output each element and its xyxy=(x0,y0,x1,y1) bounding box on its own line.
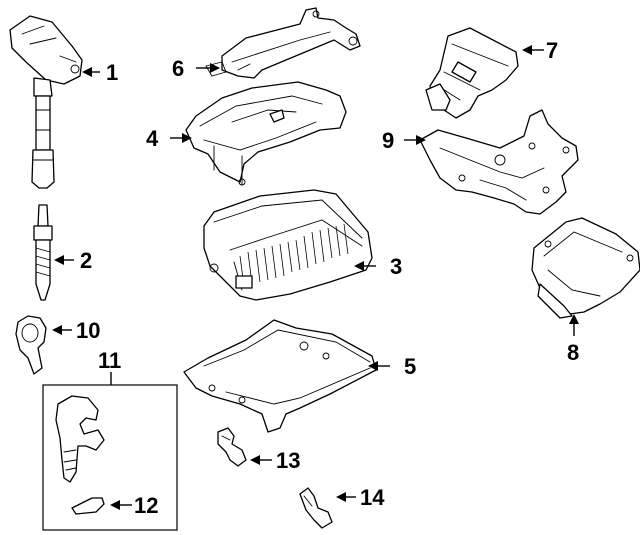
part-11-group-box xyxy=(42,384,178,531)
callout-9: 9 xyxy=(382,128,394,153)
ecm-lower-tray[interactable] xyxy=(183,319,377,433)
callout-8: 8 xyxy=(567,340,579,365)
callout-1: 1 xyxy=(106,60,118,85)
callout-5: 5 xyxy=(404,354,416,379)
knock-sensor[interactable] xyxy=(15,315,47,375)
camshaft-position-sensor[interactable] xyxy=(55,395,105,483)
engine-control-module[interactable] xyxy=(203,189,373,301)
ignition-coil[interactable] xyxy=(9,15,83,189)
ecm-upper-bracket[interactable] xyxy=(185,81,347,186)
callout-13: 13 xyxy=(276,448,300,473)
body-control-module[interactable] xyxy=(531,217,640,319)
callout-7: 7 xyxy=(546,38,558,63)
callout-4: 4 xyxy=(146,126,159,151)
callout-3: 3 xyxy=(390,254,402,279)
oxygen-sensor-connector[interactable] xyxy=(299,487,333,529)
arrowheads xyxy=(52,45,579,510)
callout-11: 11 xyxy=(98,348,121,373)
callout-14: 14 xyxy=(360,485,385,510)
callout-6: 6 xyxy=(172,56,184,81)
o-ring-seal[interactable] xyxy=(71,497,105,515)
callout-2: 2 xyxy=(80,248,92,273)
control-module-small[interactable] xyxy=(425,27,519,119)
callout-10: 10 xyxy=(76,318,100,343)
callout-12: 12 xyxy=(134,493,158,518)
module-mounting-bracket[interactable] xyxy=(419,109,579,215)
spark-plug[interactable] xyxy=(33,204,53,301)
heat-sink-fins xyxy=(239,223,349,287)
crankshaft-position-sensor[interactable] xyxy=(217,427,247,467)
upper-mounting-bracket[interactable] xyxy=(205,7,361,79)
